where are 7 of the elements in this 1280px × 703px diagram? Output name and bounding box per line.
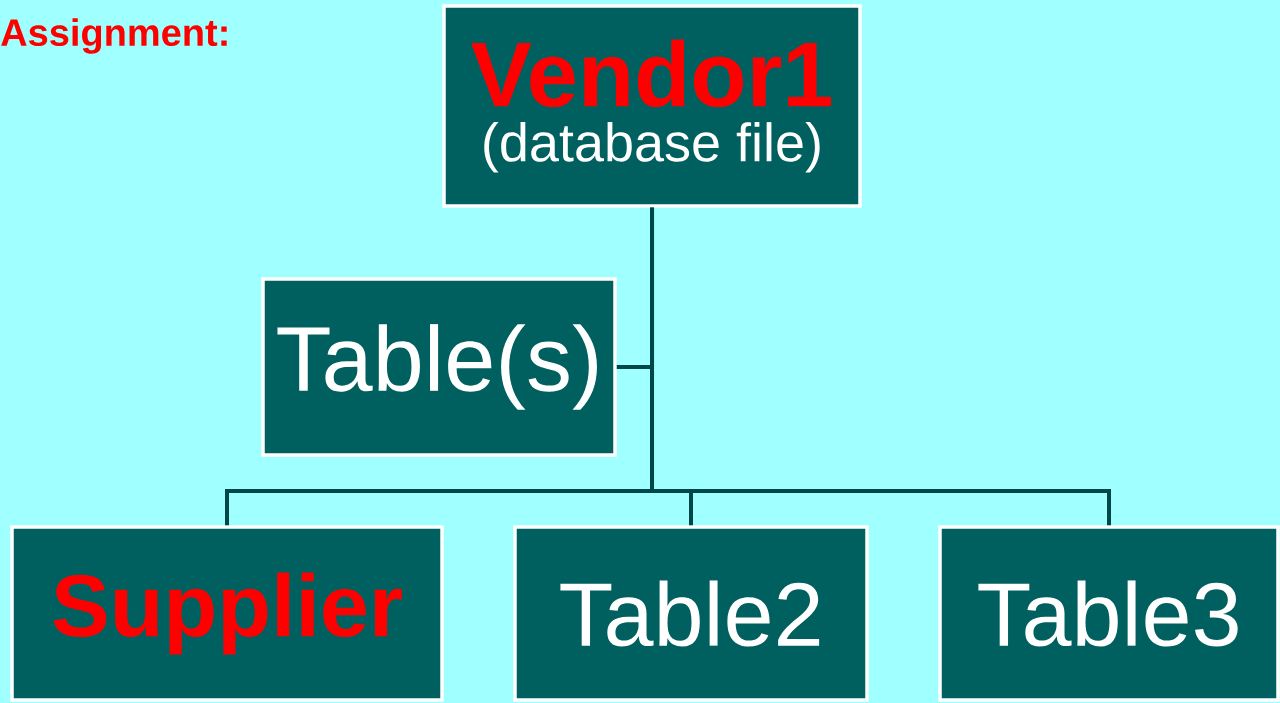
table-box: Table(s) [261, 277, 617, 457]
connector-line [650, 207, 1111, 526]
database-box: Vendor1 (database file) [442, 4, 862, 208]
table-box: Table2 [513, 525, 869, 702]
heading: Assignment: [1, 18, 227, 54]
table-box: Table3 [938, 525, 1280, 702]
table-box: Supplier [10, 525, 444, 702]
